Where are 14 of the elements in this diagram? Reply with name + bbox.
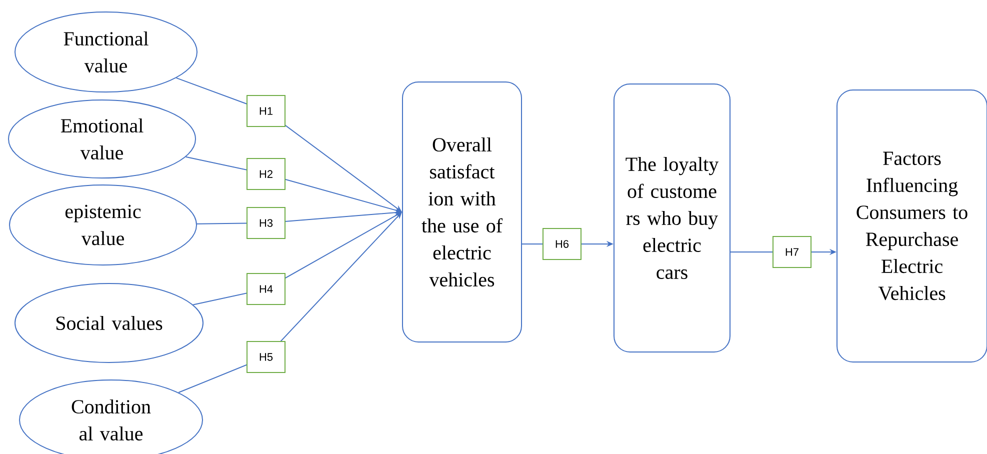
edge-label: H6 [542, 228, 582, 260]
edge-label: H1 [246, 95, 286, 127]
ellipse-node: Social values [14, 283, 204, 363]
rounded-box: Factors Influencing Consumers to Repurchase Electric Vehicles [836, 90, 987, 362]
rounded-box: The loyalty of custome rs who buy electric cars [614, 84, 730, 352]
ellipse-node: Emotional value [8, 100, 196, 178]
ellipse-node: Functional value [14, 12, 198, 92]
ellipse-node: epistemic value [9, 184, 198, 266]
rounded-box: Overall satisfact ion with the use of electric vehicles [402, 82, 522, 342]
edge-label: H5 [246, 341, 286, 373]
edge-label: H3 [246, 207, 286, 239]
edge-label: H4 [246, 273, 286, 305]
edge-label: H2 [246, 158, 286, 190]
edge-label: H7 [772, 236, 812, 268]
